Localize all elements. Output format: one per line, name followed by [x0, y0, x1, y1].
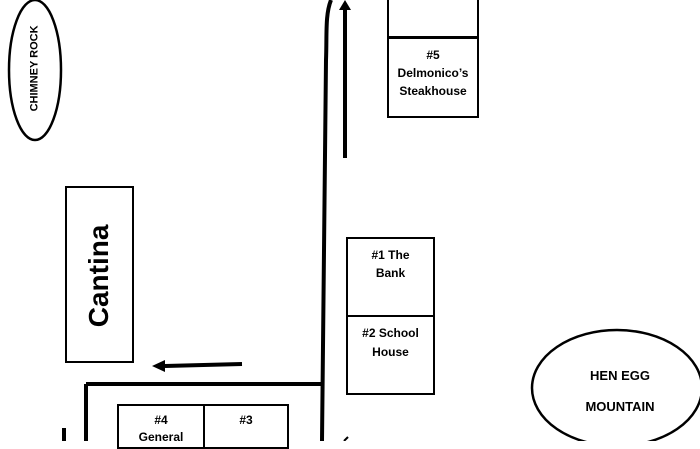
up-arrow-head — [339, 0, 351, 10]
hen-egg-mountain-label-line1: HEN EGG — [590, 368, 650, 383]
left-arrow-head — [152, 360, 165, 372]
hen-egg-mountain-label-line2: MOUNTAIN — [585, 399, 655, 414]
building-2-school-house — [346, 315, 435, 395]
left-arrow-shaft — [164, 362, 243, 368]
main-road — [320, 0, 333, 442]
building-5-name-line2: Steakhouse — [399, 84, 467, 98]
building-2-line1: #2 School — [362, 326, 419, 340]
building-1-bank — [346, 237, 435, 317]
building-4-name: General — [138, 430, 184, 444]
building-1-line1: #1 The — [371, 248, 410, 262]
building-5-upper — [387, 0, 479, 38]
building-4-number: #4 — [154, 413, 168, 427]
chimney-rock-label: CHIMNEY ROCK — [28, 25, 41, 112]
building-2-line2: House — [372, 345, 409, 359]
road-mark — [343, 436, 349, 442]
building-5-delmonicos-steakhouse — [387, 37, 479, 118]
building-3-number: #3 — [239, 413, 253, 427]
cantina-label: Cantina — [83, 224, 115, 328]
building-1-line2: Bank — [375, 266, 406, 280]
cantina-building — [65, 186, 134, 363]
chimney-rock-outline — [7, 0, 63, 142]
hen-egg-mountain-outline — [530, 328, 700, 448]
building-5-name-line1: Delmonico’s — [397, 66, 469, 80]
building-5-number: #5 — [426, 48, 440, 62]
